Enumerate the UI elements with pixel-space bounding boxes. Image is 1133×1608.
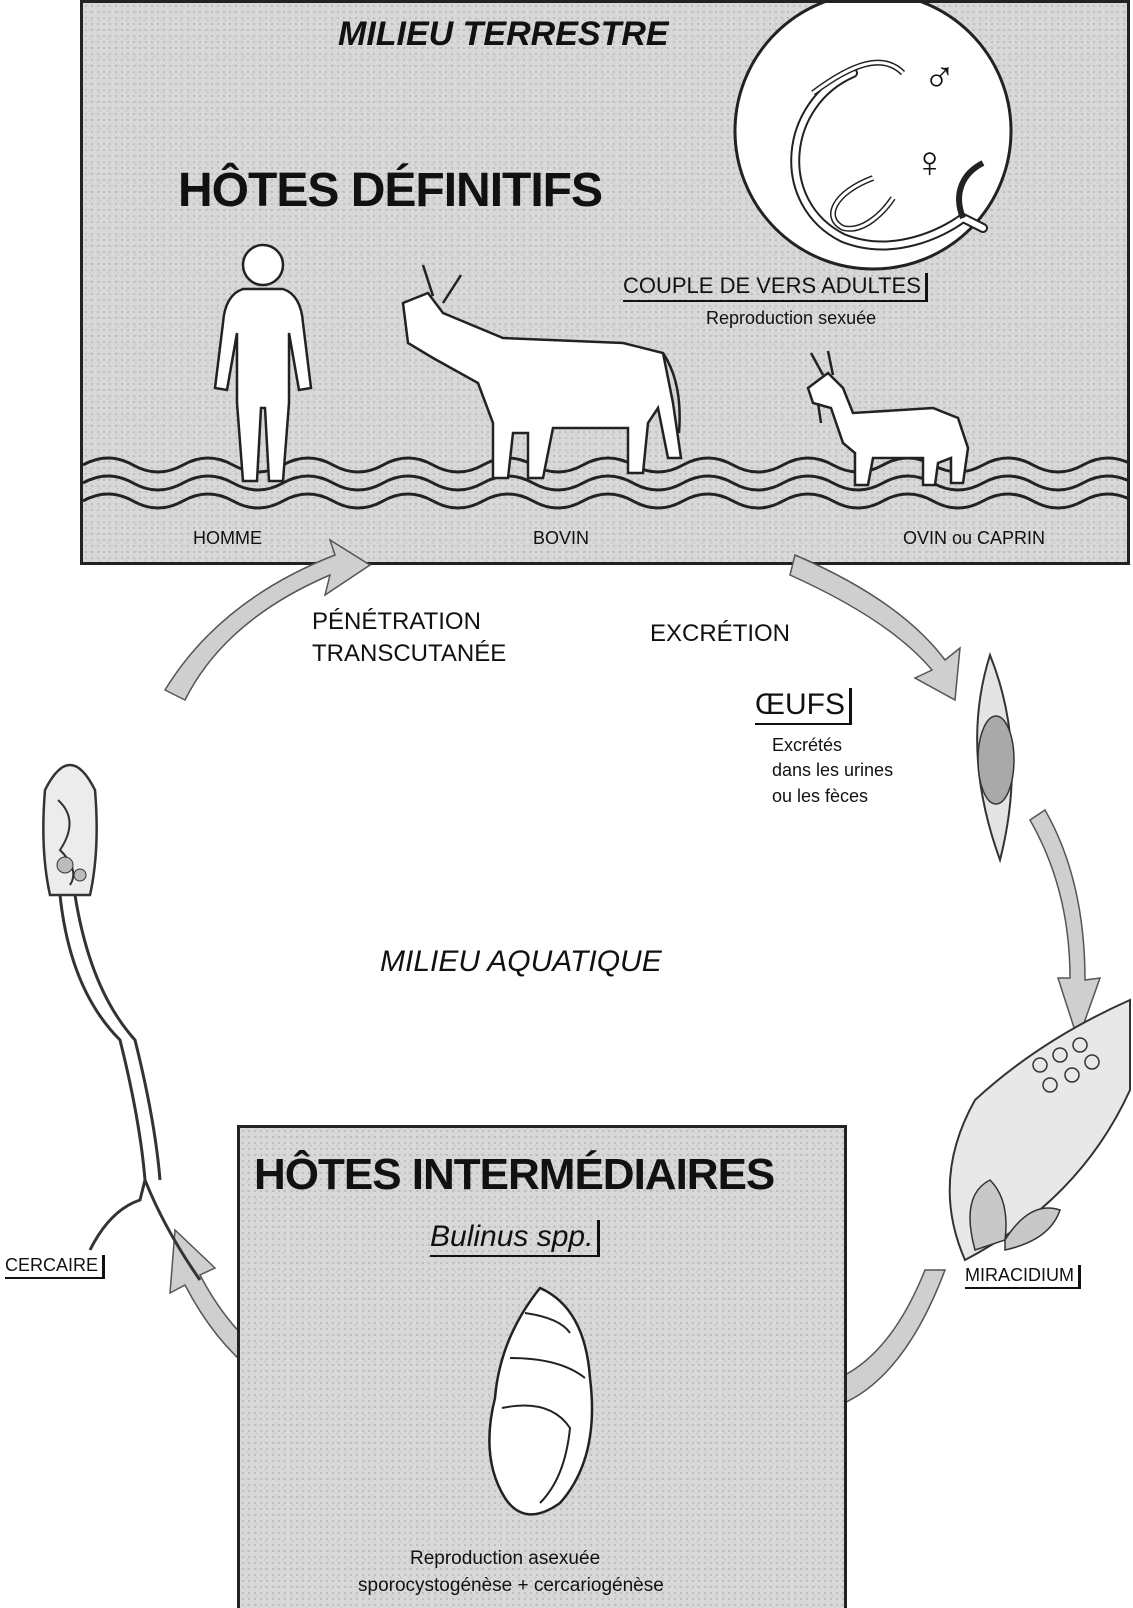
cercaria-label: CERCAIRE [5, 1255, 105, 1279]
asexual-reproduction-label: Reproduction asexuée [410, 1548, 600, 1570]
intermediate-hosts-panel: HÔTES INTERMÉDIAIRES Bulinus spp. Reprod… [237, 1125, 847, 1608]
snail-icon [240, 1128, 847, 1608]
sporocyst-cercaria-genesis-label: sporocystogénèse + cercariogénèse [358, 1575, 664, 1597]
